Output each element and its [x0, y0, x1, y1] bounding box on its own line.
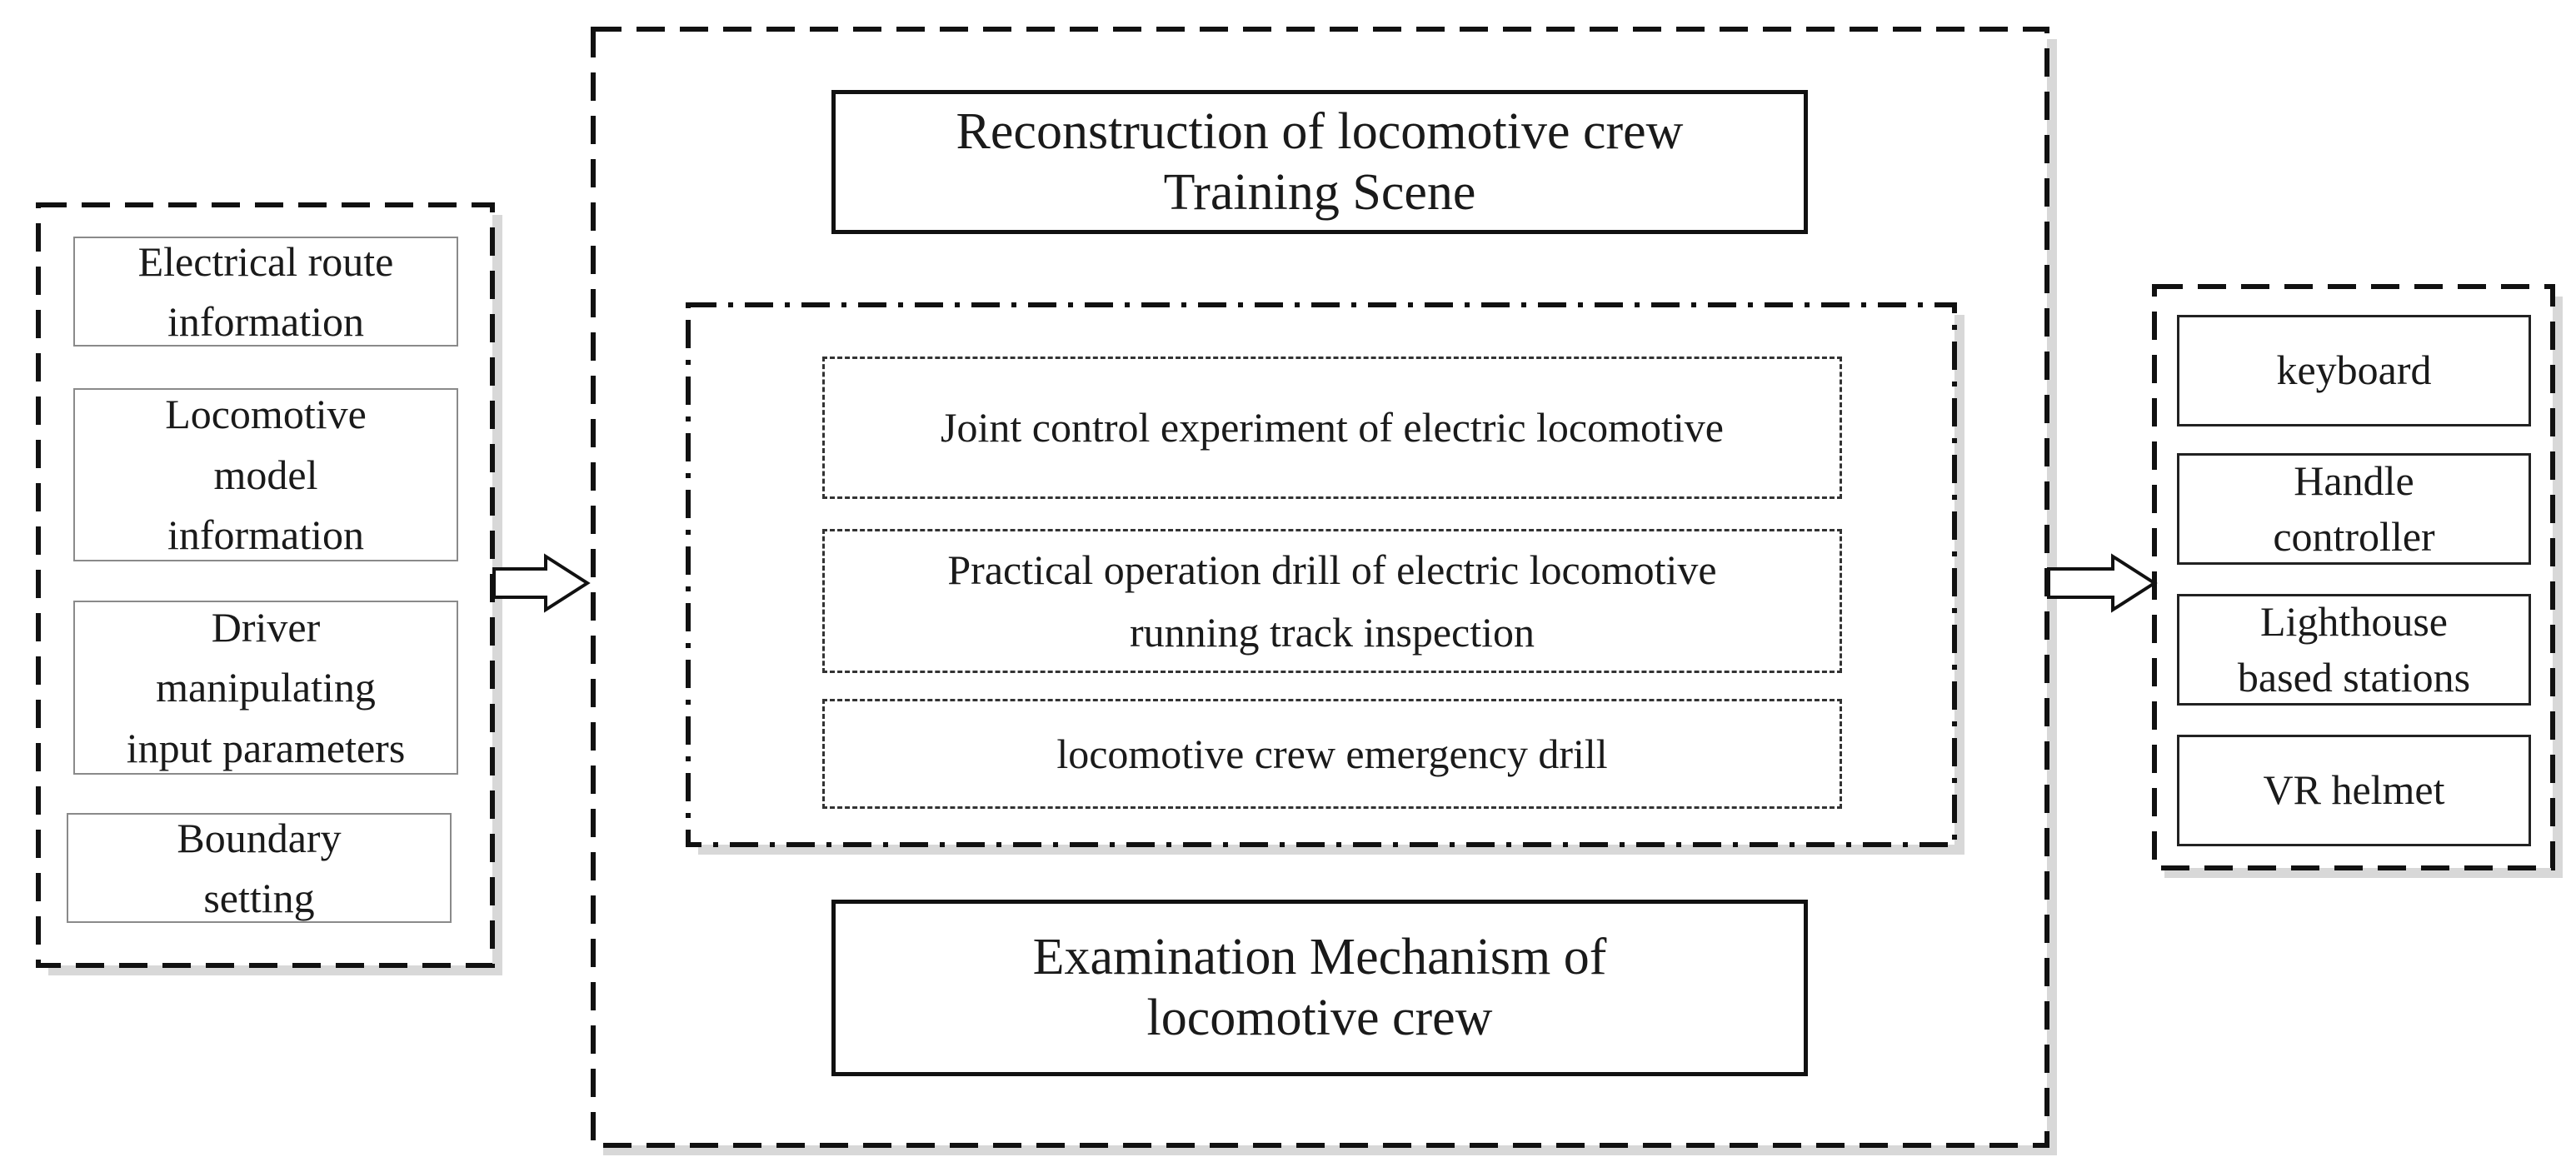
- left-item-electrical-route: Electrical route information: [73, 237, 458, 347]
- device-lighthouse-stations: Lighthouse based stations: [2177, 594, 2531, 706]
- device-vr-helmet: VR helmet: [2177, 735, 2531, 846]
- device-keyboard: keyboard: [2177, 315, 2531, 426]
- scene-reconstruction-title: Reconstruction of locomotive crew Traini…: [831, 90, 1808, 234]
- device-handle-controller: Handle controller: [2177, 453, 2531, 565]
- left-item-locomotive-model: Locomotive model information: [73, 388, 458, 561]
- input-arrow: [492, 553, 591, 613]
- left-group-frame: [36, 202, 495, 968]
- left-item-boundary-setting: Boundary setting: [67, 813, 452, 923]
- scenario-group-frame: [686, 302, 1957, 847]
- left-item-driver-input: Driver manipulating input parameters: [73, 601, 458, 775]
- scenario-joint-control: Joint control experiment of electric loc…: [822, 357, 1842, 499]
- center-group-frame: [591, 27, 2049, 1148]
- output-arrow: [2047, 553, 2158, 613]
- right-group-frame: [2152, 284, 2555, 870]
- examination-mechanism-title: Examination Mechanism of locomotive crew: [831, 900, 1808, 1076]
- scenario-emergency-drill: locomotive crew emergency drill: [822, 699, 1842, 809]
- scenario-track-inspection: Practical operation drill of electric lo…: [822, 529, 1842, 673]
